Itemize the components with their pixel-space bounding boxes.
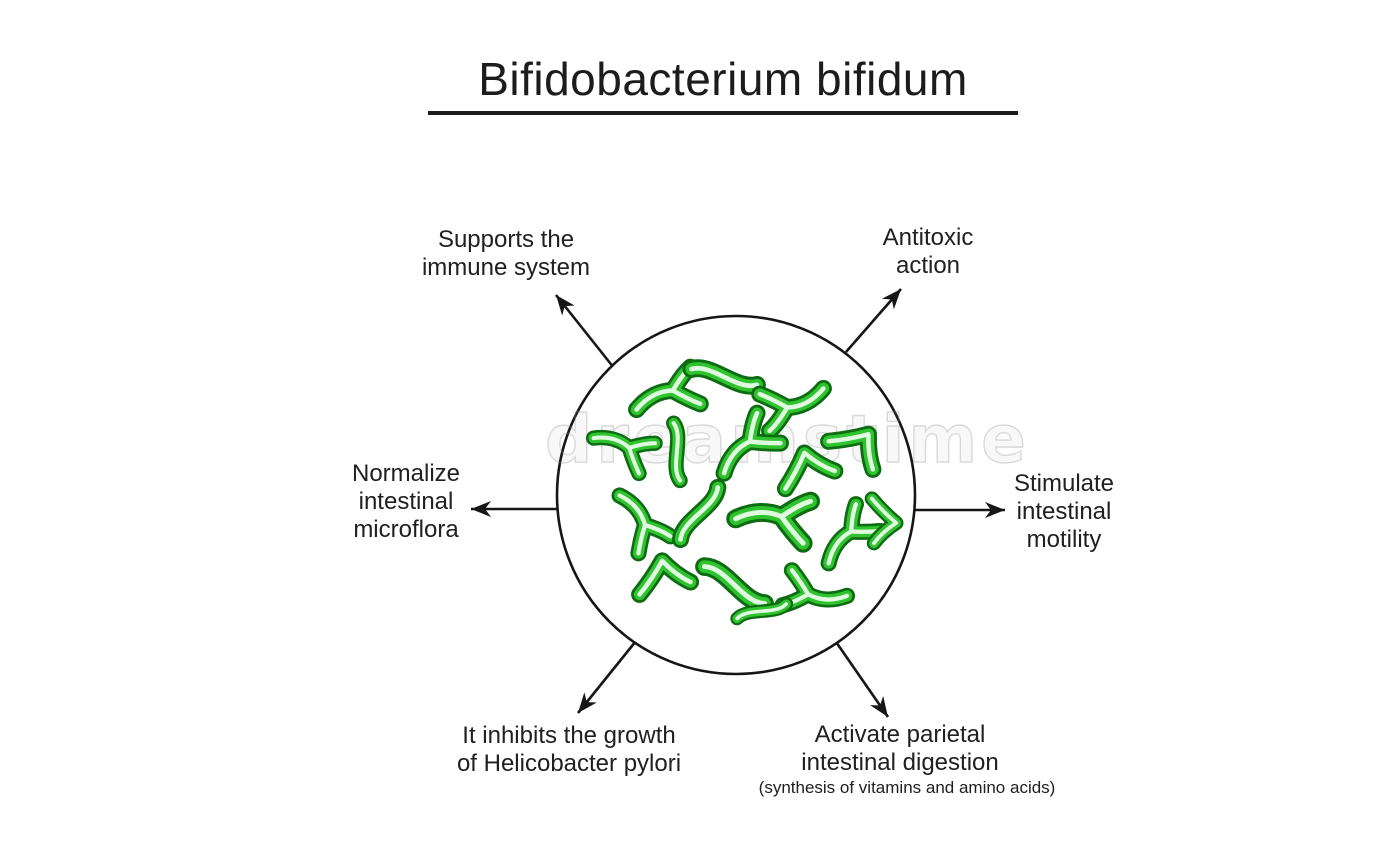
label-normalize-microflora: Normalize intestinal microflora (351, 460, 461, 543)
arrow-inhibits-helicobacter (576, 640, 638, 714)
label-activate-digestion: Activate parietal intestinal digestion (801, 721, 999, 776)
arrow-supports-immune-system (554, 294, 616, 369)
arrow-antitoxic-action (845, 288, 902, 353)
label-supports-immune-system: Supports the immune system (421, 226, 591, 281)
arrow-activate-digestion (832, 638, 890, 718)
label-activate-digestion-note: (synthesis of vitamins and amino acids) (758, 778, 1056, 797)
page-title: Bifidobacterium bifidum (478, 53, 968, 105)
benefit-arrows (471, 288, 1005, 718)
label-stimulate-motility: Stimulate intestinal motility (1013, 470, 1115, 553)
title-underline (428, 111, 1018, 115)
label-antitoxic-action: Antitoxic action (882, 224, 974, 279)
label-inhibits-helicobacter: It inhibits the growth of Helicobacter p… (456, 722, 682, 777)
